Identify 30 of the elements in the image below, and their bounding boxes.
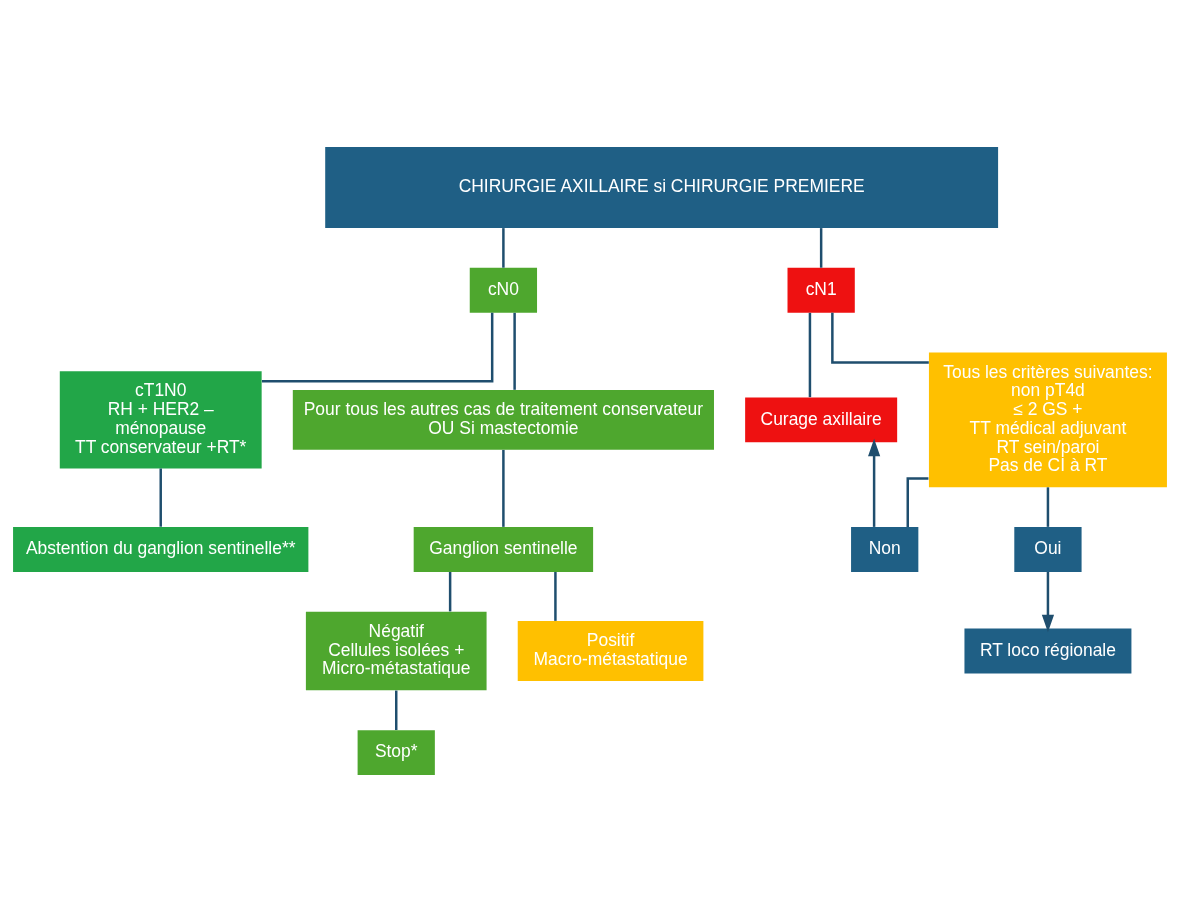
connector: [819, 228, 823, 268]
connector: [261, 312, 494, 383]
node-box: Tous les critères suivantes: non pT4d ≤ 2 GS + TT médical adjuvant RT sein/paroi Pas de CI à RT: [928, 352, 1167, 488]
connector: [502, 228, 505, 268]
connector: [513, 312, 516, 390]
node-box: Abstention du ganglion sentinelle**: [13, 527, 309, 572]
connector: [448, 572, 452, 612]
node-box: cT1N0 RH + HER2 – ménopause TT conservateur +RT*: [59, 371, 262, 469]
connector: [502, 449, 505, 527]
connector: [906, 477, 929, 527]
node-box: Oui: [1014, 527, 1082, 572]
node-box: CHIRURGIE AXILLAIRE si CHIRURGIE PREMIERE: [325, 147, 999, 228]
node-box: Positif Macro-métastatique: [517, 621, 704, 681]
connector: [159, 468, 162, 527]
arrow: [1041, 572, 1055, 633]
node-box: cN1: [787, 267, 855, 313]
arrow: [868, 438, 881, 527]
node-box: Ganglion sentinelle: [413, 527, 594, 572]
connector: [831, 312, 929, 364]
node-box: Stop*: [357, 730, 435, 775]
connector: [808, 312, 812, 398]
node-box: Non: [851, 527, 919, 572]
node-box: RT loco régionale: [964, 628, 1132, 674]
connector: [1046, 487, 1050, 527]
connector: [554, 572, 557, 621]
connector: [395, 690, 398, 730]
node-box: Négatif Cellules isolées + Micro-métastatique: [305, 611, 487, 691]
node-box: cN0: [469, 267, 538, 313]
node-box: Pour tous les autres cas de traitement conservateur OU Si mastectomie: [292, 389, 714, 450]
node-box: Curage axillaire: [745, 397, 898, 443]
